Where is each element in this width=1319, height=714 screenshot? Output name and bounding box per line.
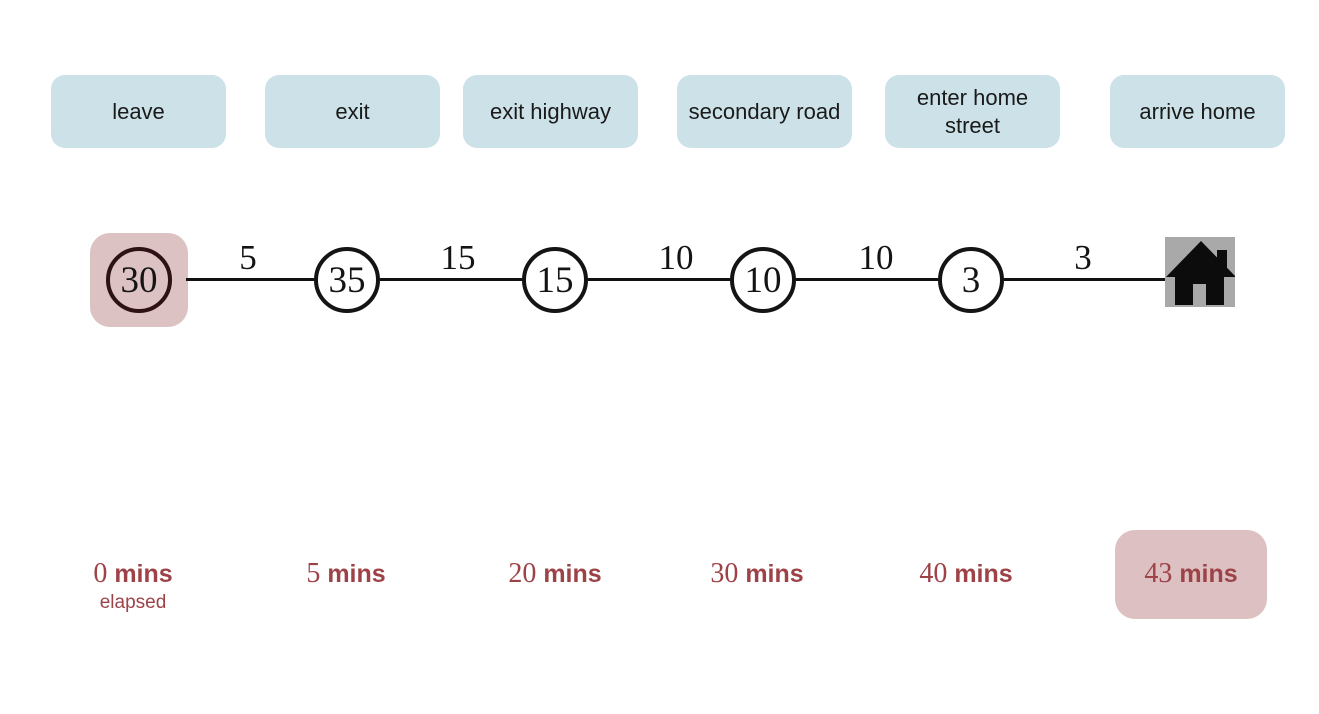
time-unit: mins: [543, 560, 602, 588]
stage-box-enter-home-street: enter home street: [885, 75, 1060, 148]
node-value: 10: [744, 259, 782, 301]
stage-label: leave: [112, 98, 165, 124]
final-time-highlight: [1115, 530, 1267, 619]
elapsed-time-20: 20 mins: [508, 558, 601, 590]
graph-node-35: 35: [314, 247, 380, 313]
time-unit: mins: [327, 560, 386, 588]
elapsed-caption: elapsed: [99, 592, 167, 613]
time-unit: mins: [114, 560, 173, 588]
stage-label: exit: [335, 98, 370, 124]
node-value: 30: [120, 259, 158, 301]
time-value: 5: [306, 558, 321, 589]
time-value: 43: [1144, 558, 1173, 589]
time-unit: mins: [745, 560, 804, 588]
time-value: 20: [508, 558, 537, 589]
stage-label: secondary road: [688, 98, 841, 124]
node-value: 15: [536, 259, 574, 301]
graph-node-10: 10: [730, 247, 796, 313]
edge-weight: 10: [858, 238, 894, 277]
elapsed-time-40: 40 mins: [919, 558, 1012, 590]
time-unit: mins: [1179, 560, 1238, 588]
elapsed-time-30: 30 mins: [710, 558, 803, 590]
time-unit: mins: [954, 560, 1013, 588]
stage-label: exit highway: [489, 98, 612, 124]
stage-box-exit: exit: [265, 75, 440, 148]
stage-box-exit-highway: exit highway: [463, 75, 638, 148]
timeline-line: [186, 278, 1167, 281]
time-value: 0: [93, 558, 108, 589]
house-icon: [1165, 237, 1236, 307]
elapsed-time-0: 0 mins elapsed: [93, 558, 172, 614]
elapsed-time-43: 43 mins: [1144, 558, 1237, 590]
stage-box-leave: leave: [51, 75, 226, 148]
edge-weight: 3: [1074, 238, 1092, 277]
edge-weight: 10: [658, 238, 694, 277]
stage-box-arrive-home: arrive home: [1110, 75, 1285, 148]
stage-label: enter home street: [916, 85, 1029, 138]
elapsed-time-5: 5 mins: [306, 558, 385, 590]
stage-label: arrive home: [1139, 98, 1256, 124]
edge-weight: 5: [239, 238, 257, 277]
node-value: 35: [328, 259, 366, 301]
time-value: 30: [710, 558, 739, 589]
stage-box-secondary-road: secondary road: [677, 75, 852, 148]
node-value: 3: [961, 259, 981, 301]
time-value: 40: [919, 558, 948, 589]
edge-weight: 15: [440, 238, 476, 277]
graph-node-30: 30: [106, 247, 172, 313]
graph-node-15: 15: [522, 247, 588, 313]
graph-node-3: 3: [938, 247, 1004, 313]
